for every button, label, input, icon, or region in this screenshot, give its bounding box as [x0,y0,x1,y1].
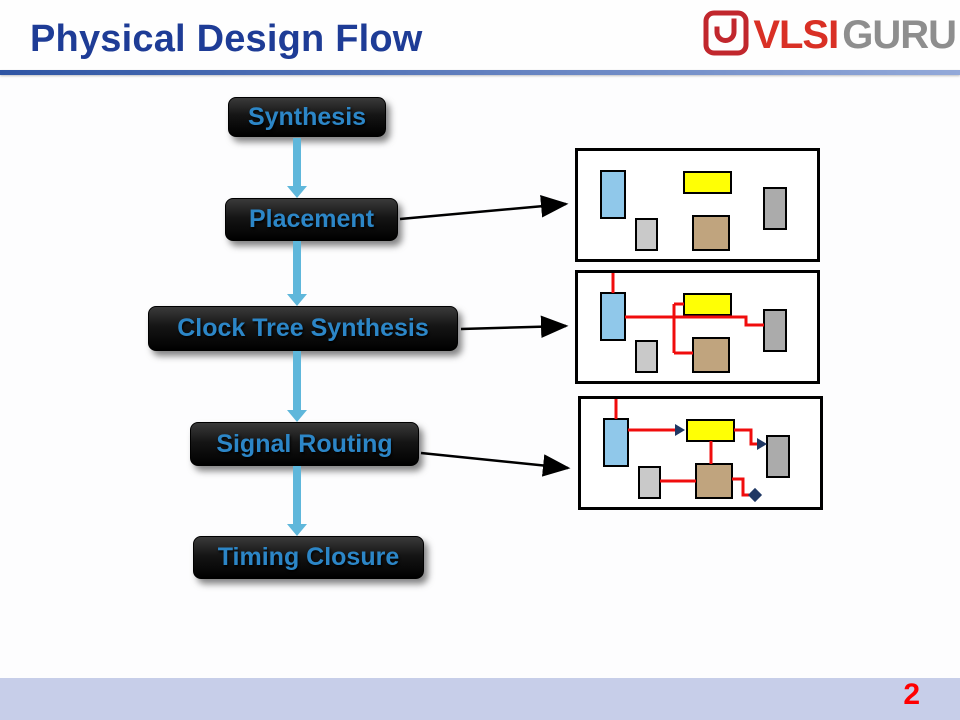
cell-yellow [683,293,732,316]
cell-gray-tall [766,435,790,478]
signal-routing-svg [603,399,790,503]
vlsiguru-logo-icon [703,10,749,61]
cell-gray [635,218,658,251]
arrow-placement-to-panel [399,195,569,221]
logo-text-vlsi: VLSI [753,12,839,57]
flow-step-timing-closure: Timing Closure [193,536,424,579]
cell-gray [638,466,661,499]
cell-yellow [683,171,732,194]
cell-gray [635,340,658,373]
placement-cells-illustration [575,148,820,262]
cell-tan [692,337,730,373]
page-number: 2 [903,678,920,711]
down-arrow-2 [293,241,301,295]
vlsiguru-logo: VLSI GURU [703,6,957,64]
flow-step-clock-tree-synthesis: Clock Tree Synthesis [148,306,458,351]
arrow-routing-to-panel [420,451,571,477]
route-wire [732,477,749,497]
down-arrow-1 [293,138,301,187]
clock-wire [674,315,764,327]
cell-gray-tall [763,187,787,230]
down-arrow-4 [293,466,301,525]
cell-tan [692,215,730,251]
clock-tree-svg [600,273,787,373]
cell-blue [600,170,626,219]
bottom-strip [0,678,960,720]
route-wire [734,428,757,446]
cell-yellow [686,419,735,442]
signal-routing-illustration [578,396,823,510]
down-arrow-3 [293,351,301,411]
flow-step-signal-routing: Signal Routing [190,422,419,466]
cell-tan [695,463,733,499]
flow-step-placement: Placement [225,198,398,241]
header-divider [0,70,960,75]
slide-header: Physical Design Flow VLSI GURU [0,0,960,72]
cell-blue [603,418,629,467]
cell-gray-tall [763,309,787,352]
route-via-diamond-icon [747,487,763,503]
logo-text-guru: GURU [842,12,957,57]
arrow-cts-to-panel [460,315,569,338]
cell-blue [600,292,626,341]
placement-cells-svg [600,170,787,251]
page-title: Physical Design Flow [30,18,423,60]
route-arrowhead-icon [675,424,685,436]
clock-tree-illustration [575,270,820,384]
flow-step-synthesis: Synthesis [228,97,386,137]
route-arrowhead-icon [757,438,767,450]
